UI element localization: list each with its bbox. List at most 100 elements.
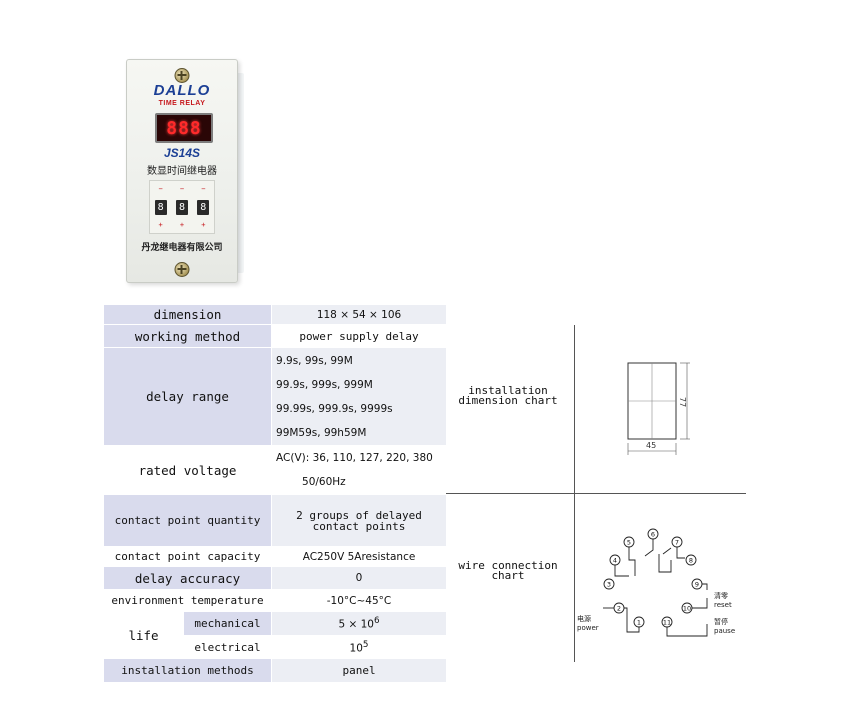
dimension-value: 118 × 54 × 106 [271,304,448,325]
table-row: delay accuracy 0 [102,566,448,590]
pin-9-lead [702,583,708,590]
top-screw-icon [174,68,190,83]
width-dimension: 45 [646,441,656,450]
dial-plus: + [179,221,185,229]
pin-3-icon [603,578,615,590]
product-photo: DALLO TIME RELAY 888 JS14S 数显时间继电器 − 8 +… [120,55,248,285]
contact-capacity-label: contact point capacity [102,546,273,567]
table-row: rated voltage AC(V): 36, 110, 127, 220, … [102,445,448,495]
mechanical-label: mechanical [182,611,273,636]
installation-methods-value: panel [271,658,448,683]
contact-wire-d [676,547,685,559]
contact-switch-1 [644,539,654,557]
dial-plus: + [201,221,206,229]
brand-subtitle: TIME RELAY [158,100,206,107]
contact-wire-a [628,547,636,576]
delay-range-item: 9.9s, 99s, 99M [276,354,353,367]
dial-digit: 8 [154,199,167,215]
chart-divider-horizontal [446,493,746,494]
wire-chart-label: wire connection chart [458,559,558,582]
electrical-label: electrical [182,635,273,659]
mechanical-exponent: 6 [373,616,380,627]
working-method-value: power supply delay [271,324,448,348]
pin-3-label: 3 [607,581,611,589]
electrical-value: 105 [271,635,448,659]
reset-label-en: reset [714,601,732,609]
dial-digit: 8 [175,199,188,215]
table-row: delay range 9.9s, 99s, 99M 99.9s, 999s, … [102,347,448,446]
delay-range-values: 9.9s, 99s, 99M 99.9s, 999s, 999M 99.99s,… [271,347,448,446]
electrical-exponent: 5 [362,639,369,650]
dial-digit: 8 [197,199,210,215]
working-method-label: working method [102,324,273,348]
rated-voltage-label: rated voltage [102,445,273,495]
thumbwheel-dial: − 8 + [196,185,210,229]
dial-plus: + [158,221,163,229]
height-dimension: 77 [678,397,687,407]
reset-label-cn: 清零 [714,591,728,600]
thumbwheel-dials: − 8 + − 8 + − 8 + [149,180,215,234]
wire-connection-drawing: 1 2 3 4 5 6 7 8 9 10 11 电源 power 清零 rese… [577,528,735,637]
table-row: installation methods panel [102,658,448,683]
environment-temperature-value: -10°C~45°C [271,589,448,612]
spec-table: dimension 118 × 54 × 106 working method … [102,304,448,683]
relay-faceplate: DALLO TIME RELAY 888 JS14S 数显时间继电器 − 8 +… [126,59,238,283]
pin-11-label: 11 [663,619,671,627]
dimension-label: dimension [102,304,273,325]
pin-7-label: 7 [675,539,679,547]
bottom-screw-icon [174,262,190,277]
environment-temperature-label: environment temperature [102,589,273,612]
electrical-base: 10 [349,642,363,655]
delay-range-label: delay range [102,347,273,446]
pin-4-label: 4 [613,557,617,565]
product-name-cn: 数显时间继电器 [147,166,217,177]
brand-logo: DALLO [153,82,211,99]
contact-quantity-value: 2 groups of delayed contact points [271,494,448,547]
dial-minus: − [158,185,163,193]
pin-6-label: 6 [651,531,655,539]
pin-10-label: 10 [683,605,691,613]
delay-accuracy-label: delay accuracy [102,566,273,590]
life-label: life [103,611,184,659]
delay-accuracy-value: 0 [271,566,448,590]
power-wire [624,607,640,633]
thumbwheel-dial: − 8 + [154,185,168,229]
pin-2-label: 2 [617,605,621,613]
model-number: JS14S [163,146,201,160]
delay-range-item: 99M59s, 99h59M [276,426,367,439]
installation-dimension-drawing: 77 45 [627,362,690,455]
table-row: contact point quantity 2 groups of delay… [102,494,448,547]
rated-voltage-values: AC(V): 36, 110, 127, 220, 380 50/60Hz [271,445,448,495]
pause-wire [666,624,708,637]
rated-voltage-item: 50/60Hz [302,476,346,488]
table-row: environment temperature -10°C~45°C [102,589,448,612]
pause-label-en: pause [714,627,735,635]
mechanical-value: 5 × 106 [271,611,448,636]
reset-wire [692,598,708,609]
delay-range-item: 99.99s, 999.9s, 9999s [276,402,393,415]
thumbwheel-dial: − 8 + [175,185,189,229]
pause-label-cn: 暂停 [714,617,728,626]
table-row: life mechanical 5 × 106 [103,611,448,659]
pin-9-label: 9 [695,581,699,589]
contact-wire-b [614,565,629,577]
table-row: working method power supply delay [102,324,448,348]
table-row: contact point capacity AC250V 5Aresistan… [102,546,448,567]
pin-8-label: 8 [689,557,693,565]
contact-wire-c [658,554,672,573]
pin-1-label: 1 [637,619,641,627]
led-display: 888 [155,113,213,143]
contact-switch-2 [662,547,672,555]
contact-capacity-value: AC250V 5Aresistance [271,546,448,567]
table-row: electrical 105 [104,635,448,659]
dial-minus: − [201,185,206,193]
pin-5-label: 5 [627,539,631,547]
contact-quantity-label: contact point quantity [102,494,273,547]
power-label-en: power [577,624,599,632]
pin-8-icon [685,554,697,566]
mechanical-base: 5 × 10 [338,618,374,631]
dial-minus: − [179,185,185,193]
power-label-cn: 电源 [577,614,591,623]
installation-methods-label: installation methods [102,658,273,683]
rated-voltage-item: AC(V): 36, 110, 127, 220, 380 [276,452,433,464]
